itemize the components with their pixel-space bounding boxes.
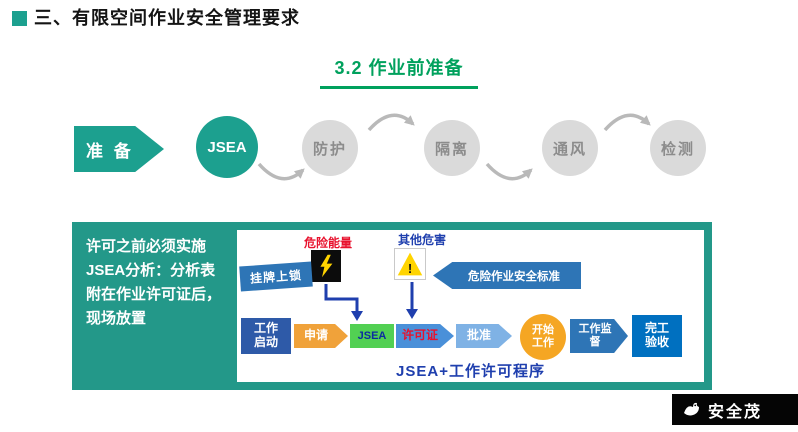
prep-step-protection: 防护 bbox=[302, 120, 358, 176]
flow-completion-box: 完工验收 bbox=[632, 315, 682, 357]
hazard-energy-box bbox=[311, 250, 341, 282]
flow-work-start: 工作启动 bbox=[241, 318, 291, 354]
page-title: 三、有限空间作业安全管理要求 bbox=[34, 8, 300, 28]
diagram-caption: JSEA+工作许可程序 bbox=[396, 363, 545, 380]
connector-arrow-icon bbox=[324, 284, 363, 321]
jsea-panel: 许可之前必须实施JSEA分析：分析表附在作业许可证后，现场放置 危险能量 其他危… bbox=[72, 222, 712, 390]
other-hazard-box: ! bbox=[394, 248, 426, 280]
jsea-note-text: 许可之前必须实施JSEA分析：分析表附在作业许可证后，现场放置 bbox=[86, 238, 222, 327]
prep-step-jsea: JSEA bbox=[196, 116, 258, 178]
prep-start-label: 准 备 bbox=[86, 141, 134, 161]
flow-supervise-arrow: 工作监督 bbox=[570, 319, 628, 353]
flow-approve-arrow: 批准 bbox=[456, 324, 512, 348]
prep-step-ventilation: 通风 bbox=[542, 120, 598, 176]
flow-jsea-box: JSEA bbox=[350, 324, 394, 348]
lockout-tagout-box: 挂牌上锁 bbox=[239, 261, 313, 292]
svg-text:!: ! bbox=[408, 261, 412, 276]
section-title-wrap: 3.2 作业前准备 bbox=[0, 54, 798, 89]
brand-bar: 安全茂 bbox=[672, 394, 798, 425]
other-hazard-label: 其他危害 bbox=[397, 233, 446, 247]
curved-arrow-icon bbox=[603, 113, 651, 132]
curved-arrow-icon bbox=[485, 162, 533, 181]
warning-icon: ! bbox=[397, 252, 423, 276]
permit-diagram: 危险能量 其他危害 ! 挂牌上锁 危险作业安全标准 bbox=[237, 230, 704, 382]
flow-begin-work-circle: 开始工作 bbox=[520, 314, 566, 360]
prep-step-isolation: 隔离 bbox=[424, 120, 480, 176]
title-bullet-icon bbox=[12, 11, 27, 26]
curved-arrow-icon bbox=[367, 113, 415, 132]
curved-arrow-icon bbox=[257, 162, 305, 181]
flow-permit-arrow: 许可证 bbox=[396, 324, 454, 348]
lightning-icon bbox=[320, 254, 333, 278]
prep-start-arrow: 准 备 bbox=[74, 126, 164, 172]
brand-name: 安全茂 bbox=[708, 403, 763, 421]
hazard-energy-label: 危险能量 bbox=[303, 236, 352, 250]
flow-apply-arrow: 申请 bbox=[294, 324, 348, 348]
hazard-standard-arrow: 危险作业安全标准 bbox=[433, 262, 581, 289]
connector-arrow-icon bbox=[406, 282, 418, 319]
prep-step-detection: 检测 bbox=[650, 120, 706, 176]
brand-logo-icon bbox=[684, 402, 699, 415]
section-title: 3.2 作业前准备 bbox=[320, 54, 478, 89]
